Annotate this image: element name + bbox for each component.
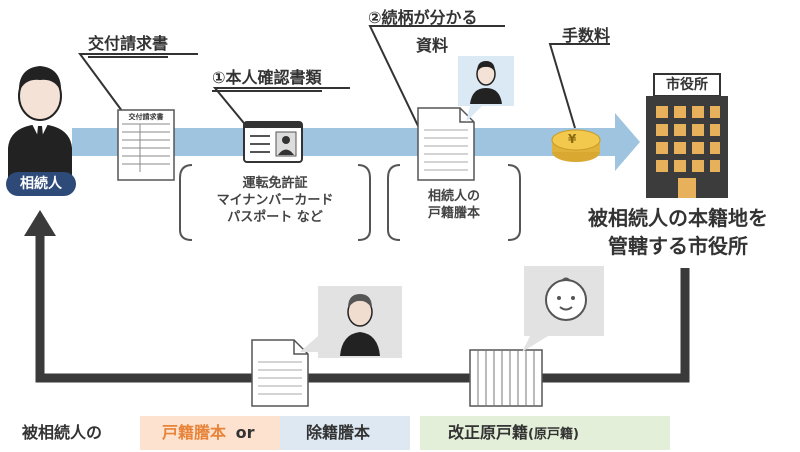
- city-hall-building-icon: [646, 73, 728, 198]
- old-koseki-document: [469, 349, 543, 407]
- bottom-kaisei-text: 改正原戸籍: [448, 423, 529, 442]
- heir-portrait-bubble: [458, 56, 514, 122]
- bottom-or: or: [235, 423, 255, 442]
- decedent-portrait-bubble: [300, 286, 402, 358]
- id-list-bracket-left: [179, 164, 193, 241]
- band-joseki: [280, 416, 410, 450]
- return-flow-arrow: [24, 210, 690, 383]
- heir-koseki-document: [417, 107, 475, 181]
- destination-line1: 被相続人の本籍地を: [588, 206, 768, 230]
- city-hall-sign: 市役所: [666, 77, 708, 93]
- form-header-text: 交付請求書: [128, 113, 164, 121]
- bottom-kaisei-paren: (原戸籍): [528, 427, 579, 442]
- request-form-document: [117, 109, 175, 181]
- decedent-koseki-document: [251, 339, 309, 407]
- koseki-bracket-left: [387, 164, 401, 241]
- id-doc-passport: パスポート など: [227, 210, 323, 225]
- coin-symbol: ¥: [568, 132, 577, 146]
- heir-person-icon: [8, 66, 72, 178]
- fee-label: 手数料: [562, 26, 611, 45]
- bottom-kaisei: 改正原戸籍(原戸籍): [448, 416, 579, 450]
- bottom-joseki: 除籍謄本: [306, 423, 371, 442]
- bottom-koseki-text: 戸籍謄本: [162, 423, 227, 442]
- relationship-docs-label-line2: 資料: [416, 36, 449, 55]
- id-list-bracket-right: [357, 164, 371, 241]
- heir-badge: [6, 172, 76, 196]
- id-docs-label: ①本人確認書類: [212, 64, 322, 92]
- heir-badge-label: 相続人: [20, 176, 62, 192]
- bottom-koseki: 戸籍謄本 or: [162, 416, 254, 450]
- id-card-icon: [243, 121, 303, 163]
- destination-text: 被相続人の本籍地を 管轄する市役所: [566, 204, 790, 260]
- koseki-bracket-right: [507, 164, 521, 241]
- relationship-docs-label-line1: ②続柄が分かる: [368, 8, 478, 27]
- heir-koseki-line2: 戸籍謄本: [427, 206, 480, 221]
- heir-koseki-text: 相続人の 戸籍謄本: [400, 188, 508, 222]
- leader-lines: [78, 25, 610, 131]
- band-koseki: [140, 416, 280, 450]
- request-form-label: 交付請求書: [88, 30, 169, 58]
- heir-koseki-line1: 相続人の: [427, 189, 480, 204]
- baby-bubble: [522, 266, 604, 352]
- coin-icon: [551, 129, 601, 162]
- id-doc-drivers-license: 運転免許証: [242, 176, 308, 191]
- id-doc-mynumber-card: マイナンバーカード: [216, 193, 334, 208]
- id-doc-list: 運転免許証 マイナンバーカード パスポート など: [196, 175, 354, 226]
- destination-line2: 管轄する市役所: [608, 234, 748, 258]
- bottom-prefix: 被相続人の: [22, 423, 103, 442]
- band-kaisei: [420, 416, 670, 450]
